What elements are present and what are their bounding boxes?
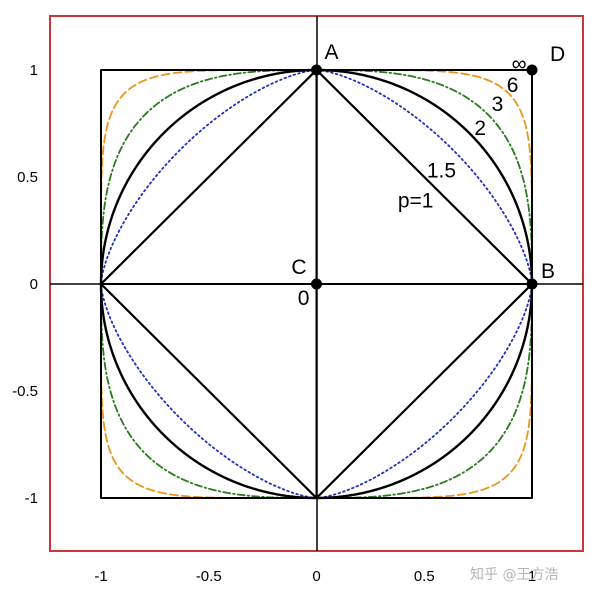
annotations: 0 bbox=[298, 287, 310, 310]
series-label: 6 bbox=[507, 74, 519, 97]
y-tick-label: -1 bbox=[25, 490, 38, 507]
y-tick-labels: 1 0.5 0 -0.5 -1 bbox=[12, 62, 38, 507]
diamond-segment bbox=[315, 69, 533, 285]
point-label-b: B bbox=[541, 260, 555, 283]
inner-diamond-lines bbox=[100, 69, 533, 499]
series-label: p=1 bbox=[398, 190, 434, 213]
annotation-label: 0 bbox=[298, 287, 310, 310]
diamond-segment bbox=[100, 69, 318, 285]
point-label-d: D bbox=[550, 43, 565, 66]
y-tick-label: 0 bbox=[30, 276, 38, 293]
series-label: 3 bbox=[492, 93, 504, 116]
point-marker-d bbox=[526, 64, 538, 76]
point-marker-a bbox=[311, 64, 322, 76]
diamond-segment bbox=[100, 283, 318, 499]
watermark-text: 知乎 @王方浩 bbox=[470, 566, 558, 583]
point-label-c: C bbox=[291, 256, 306, 279]
x-tick-labels: -1 -0.5 0 0.5 1 bbox=[94, 568, 536, 585]
series-label: 2 bbox=[474, 117, 486, 140]
y-tick-label: 0.5 bbox=[17, 169, 38, 186]
point-marker-c bbox=[311, 278, 322, 290]
curve-p-3 bbox=[100, 69, 533, 499]
y-tick-label: 1 bbox=[30, 62, 38, 79]
x-tick-label: -1 bbox=[94, 568, 107, 585]
point-label-a: A bbox=[325, 41, 339, 64]
series-labels: p=1 1.5 236∞ bbox=[398, 53, 527, 213]
x-tick-label: 0.5 bbox=[414, 568, 435, 585]
x-tick-label: 1 bbox=[528, 568, 536, 585]
point-markers bbox=[311, 64, 538, 290]
x-tick-label: 0 bbox=[312, 568, 320, 585]
series-label: 1.5 bbox=[427, 160, 456, 183]
series-label: ∞ bbox=[512, 53, 527, 76]
x-tick-label: -0.5 bbox=[196, 568, 222, 585]
point-labels: A B C D bbox=[291, 41, 565, 283]
point-marker-b bbox=[526, 278, 538, 290]
y-tick-label: -0.5 bbox=[12, 383, 38, 400]
diamond-segment bbox=[315, 283, 533, 499]
curve-p-inf bbox=[100, 69, 533, 499]
